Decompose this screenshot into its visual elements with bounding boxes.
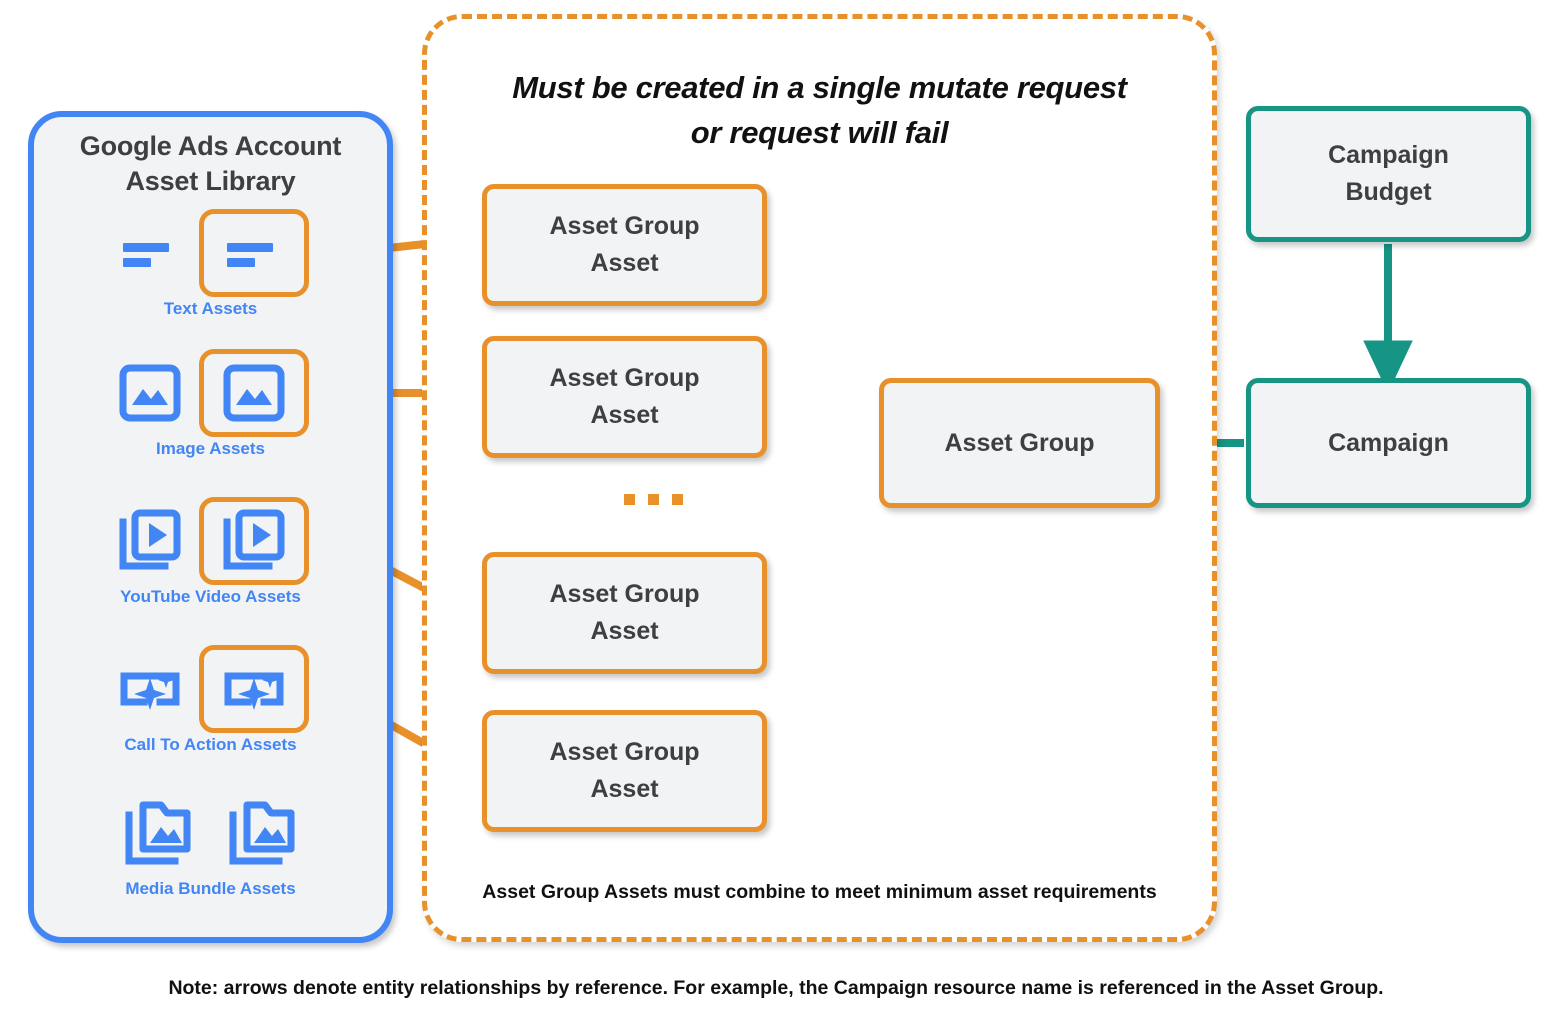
aga2-line1: Asset Group bbox=[549, 364, 700, 392]
footnote-text: Note: arrows denote entity relationships… bbox=[168, 977, 1384, 999]
media-bundle-folder-icon-2 bbox=[226, 796, 300, 870]
text-lines-icon bbox=[113, 216, 187, 290]
ellipsis-dot-3 bbox=[672, 494, 683, 505]
aga4-line1: Asset Group bbox=[549, 738, 700, 766]
asset-library-panel: Google Ads Account Asset Library bbox=[28, 111, 393, 943]
mutate-request-title: Must be created in a single mutate reque… bbox=[457, 65, 1182, 155]
mutate-request-footer: Asset Group Assets must combine to meet … bbox=[482, 881, 1157, 903]
campaign-label: Campaign bbox=[1328, 428, 1449, 457]
campaign-budget-node[interactable]: Campaign Budget bbox=[1246, 106, 1531, 242]
asset-group-asset-node-3[interactable]: Asset Group Asset bbox=[482, 552, 767, 674]
asset-row-cta: Call To Action Assets bbox=[34, 645, 387, 765]
asset-group-node[interactable]: Asset Group bbox=[879, 378, 1160, 508]
mutate-request-title-line2: or request will fail bbox=[690, 115, 949, 150]
asset-row-media-bundle: Media Bundle Assets bbox=[34, 789, 387, 909]
video-stack-icon bbox=[113, 504, 187, 578]
image-assets-highlight[interactable] bbox=[198, 349, 309, 437]
video-assets-highlight[interactable] bbox=[198, 497, 309, 585]
asset-caption-text: Text Assets bbox=[163, 299, 258, 318]
media-bundle-folder-icon bbox=[122, 796, 196, 870]
asset-group-label: Asset Group bbox=[944, 428, 1095, 457]
aga1-line2: Asset bbox=[590, 249, 659, 277]
asset-caption-cta: Call To Action Assets bbox=[124, 735, 297, 754]
mutate-request-title-line1: Must be created in a single mutate reque… bbox=[512, 70, 1127, 105]
asset-library-title: Google Ads Account Asset Library bbox=[34, 129, 387, 199]
ellipsis-dot-2 bbox=[648, 494, 659, 505]
asset-caption-video: YouTube Video Assets bbox=[120, 587, 301, 606]
asset-row-text: Text Assets bbox=[34, 209, 387, 329]
ellipsis-dot-1 bbox=[624, 494, 635, 505]
campaign-budget-label-line1: Campaign bbox=[1328, 141, 1449, 169]
asset-group-asset-node-2[interactable]: Asset Group Asset bbox=[482, 336, 767, 458]
asset-caption-image: Image Assets bbox=[156, 439, 265, 458]
call-to-action-sparkle-icon bbox=[113, 652, 187, 726]
campaign-node[interactable]: Campaign bbox=[1246, 378, 1531, 508]
asset-row-video: YouTube Video Assets bbox=[34, 497, 387, 617]
image-icon bbox=[113, 356, 187, 430]
ellipsis-indicator bbox=[624, 494, 683, 505]
asset-row-image: Image Assets bbox=[34, 349, 387, 469]
text-assets-highlight[interactable] bbox=[198, 209, 309, 297]
aga1-line1: Asset Group bbox=[549, 212, 700, 240]
aga4-line2: Asset bbox=[590, 775, 659, 803]
asset-caption-media-bundle: Media Bundle Assets bbox=[125, 879, 296, 898]
aga3-line2: Asset bbox=[590, 617, 659, 645]
cta-assets-highlight[interactable] bbox=[198, 645, 309, 733]
aga3-line1: Asset Group bbox=[549, 580, 700, 608]
asset-library-title-line2: Asset Library bbox=[125, 166, 296, 196]
asset-library-title-line1: Google Ads Account bbox=[79, 131, 342, 161]
aga2-line2: Asset bbox=[590, 401, 659, 429]
asset-group-asset-node-1[interactable]: Asset Group Asset bbox=[482, 184, 767, 306]
campaign-budget-label-line2: Budget bbox=[1345, 178, 1432, 206]
asset-group-asset-node-4[interactable]: Asset Group Asset bbox=[482, 710, 767, 832]
